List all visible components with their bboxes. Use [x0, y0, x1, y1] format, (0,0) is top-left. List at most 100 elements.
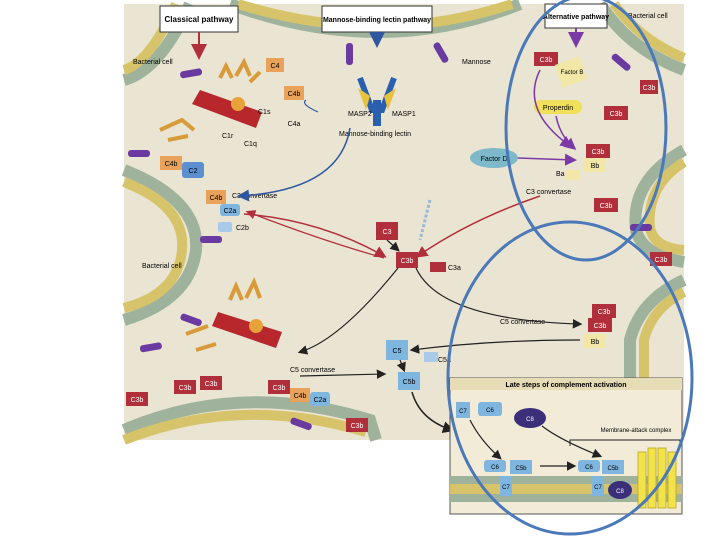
inset-label-c7-b: C7: [594, 485, 602, 491]
c3b-shape: [126, 392, 148, 406]
c6-shape: [484, 460, 506, 472]
c4-shape: [266, 58, 284, 72]
inset-label-c7-a: C7: [502, 485, 510, 491]
header-lectin-text: Mannose-binding lectin pathway: [323, 17, 431, 24]
label-c3b-alt: C3b: [540, 57, 553, 64]
label-c5-convertase-right: C5 convertase: [500, 319, 545, 326]
arrow-properdin: [555, 115, 577, 150]
label-c3b-b1: C3b: [179, 385, 192, 392]
label-bb: Bb: [591, 163, 600, 170]
label-c5cl-c3b: C3b: [273, 385, 286, 392]
label-c5c-c3b-2: C3b: [594, 323, 607, 330]
label-c3b-b3: C3b: [131, 397, 144, 404]
arrow-factor-d: [517, 153, 577, 166]
c3b-shape: [534, 52, 558, 66]
header-alternative-text: Alternative pathway: [543, 14, 609, 21]
arrow-inset-3: [541, 425, 603, 458]
label-c3a: C3a: [448, 265, 461, 272]
label-c5-convertase-left: C5 convertase: [290, 367, 335, 374]
arrow-c4a-back: [303, 99, 319, 113]
arrow-c5-to-c5b: [396, 359, 406, 373]
arrow-alt-tick: [418, 199, 432, 241]
arrow-c5c-left-to-c5: [299, 369, 387, 379]
c5-shape: [386, 340, 408, 360]
label-c3b-far-right: C3b: [643, 85, 656, 92]
arrow-lectin-to-convertase: [237, 127, 351, 202]
c7-shape: [592, 476, 604, 496]
label-mbl: Mannose-binding lectin: [339, 131, 411, 138]
label-factor-b: Factor B: [561, 70, 584, 76]
c5b-shape: [602, 460, 624, 474]
c1-complex-lower: [185, 277, 282, 352]
bacterial-cell-label: Bacterial cell: [142, 263, 182, 270]
c2-shape: [182, 162, 204, 178]
label-c3b-bb: C3b: [592, 149, 605, 156]
mbl-complex: [357, 76, 397, 126]
label-c4b-mid: C4b: [165, 161, 178, 168]
label-c5c-c3b-1: C3b: [598, 309, 611, 316]
c5b-shape: [398, 372, 420, 390]
label-c5a: C5a: [438, 357, 451, 364]
bacterial-cell-label: Bacterial cell: [628, 13, 668, 20]
label-c3b-center: C3b: [401, 258, 414, 265]
c4b-shape: [206, 190, 226, 204]
bacterial-membrane-right-low: [624, 274, 687, 380]
label-factor-d: Factor D: [481, 156, 508, 163]
label-c4b-top: C4b: [288, 91, 301, 98]
label-c3b-b2: C3b: [205, 381, 218, 388]
c3b-shape: [268, 380, 290, 394]
c3b-shape: [588, 318, 612, 332]
header-classical-text: Classical pathway: [165, 15, 234, 24]
arrow-c3b-back-left: [245, 210, 385, 259]
c3b-shape: [640, 80, 658, 94]
label-c3-convertase-left: C3 convertase: [232, 193, 277, 200]
label-c4b-convertase: C4b: [210, 195, 223, 202]
c4b-shape: [284, 86, 304, 100]
label-c3b-r2: C3b: [600, 203, 613, 210]
ba-shape: [566, 170, 580, 180]
c4b-shape: [160, 156, 182, 170]
inset-label-c8: C8: [526, 417, 534, 423]
header-classical: Classical pathway: [159, 5, 239, 33]
c8-shape: [608, 481, 632, 499]
inset-label-c6-a: C6: [491, 465, 499, 471]
arrow-c5b-to-late: [411, 391, 455, 434]
label-ba: Ba: [556, 171, 565, 178]
label-masp2: MASP2: [348, 111, 372, 118]
bacterial-membrane-bottom: [121, 396, 382, 445]
label-masp1: MASP1: [392, 111, 416, 118]
label-c5c-bb: Bb: [591, 339, 600, 346]
c3b-shape: [592, 304, 616, 318]
c8-shape: [514, 408, 546, 428]
label-properdin: Properdin: [543, 105, 573, 112]
label-c3: C3: [383, 229, 392, 236]
label-c1q: C1q: [244, 141, 257, 148]
label-c3b-bottom-mid: C3b: [351, 423, 364, 430]
c3b-shape: [586, 144, 610, 158]
label-c5cl-c2a: C2a: [314, 397, 327, 404]
c3b-shape: [174, 380, 196, 394]
late-steps-inset: Late steps of complement activation C7 C…: [449, 377, 683, 515]
c3b-shape: [200, 376, 222, 390]
c3b-shape: [346, 418, 368, 432]
c3-shape: [376, 222, 398, 240]
inset-label-c8-b: C8: [616, 489, 624, 495]
c7-shape: [500, 476, 512, 496]
inset-label-c6: C6: [486, 408, 494, 414]
label-c2: C2: [189, 168, 198, 175]
c3b-shape: [604, 106, 628, 120]
label-c3-convertase-right: C3 convertase: [526, 189, 571, 196]
c4b-shape: [290, 388, 310, 402]
label-c5b: C5b: [403, 379, 416, 386]
c7-shape: [456, 402, 470, 418]
c3b-shape: [650, 252, 672, 266]
c2a-shape: [310, 392, 330, 406]
arrow-alt-c3b-factor-b: [533, 69, 573, 148]
properdin-shape: [534, 100, 582, 114]
inset-label-c5b-b: C5b: [607, 466, 619, 472]
label-c1r: C1r: [222, 133, 234, 140]
c1-complex-top: [159, 57, 262, 142]
label-c2a-convertase: C2a: [224, 208, 237, 215]
arrow-inset-1: [469, 419, 502, 460]
